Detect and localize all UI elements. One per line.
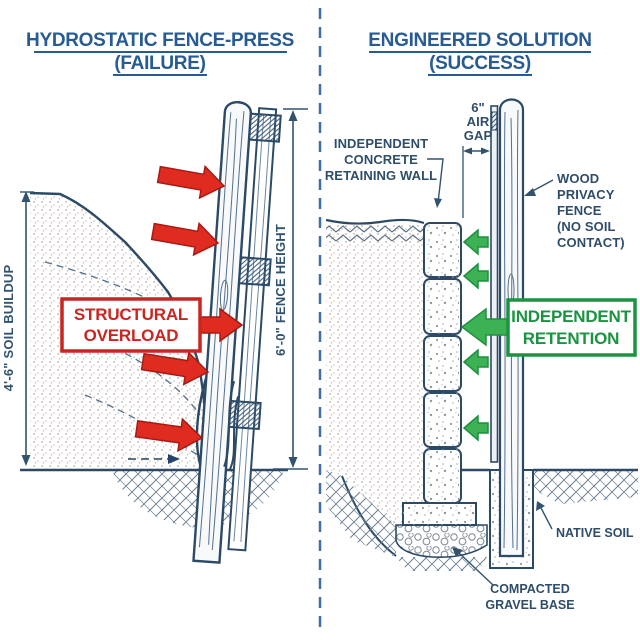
retention-arrow-icon [463,229,489,255]
retention-arrow-icon [463,263,489,289]
wall-label-line3: RETAINING WALL [325,168,437,183]
native-soil-leader [539,505,553,530]
wall-label-line1: INDEPENDENT [334,136,428,151]
gravel-base [395,524,488,559]
fence-label-line5: CONTACT) [557,235,625,250]
air-gap-line1: 6" [471,100,485,115]
success-subtitle: (SUCCESS) [429,53,531,74]
success-title: ENGINEERED SOLUTION [368,30,591,51]
soil-surface-line [325,218,425,225]
overload-label-line1: STRUCTURAL [74,305,188,324]
fence-height-dim-label: 6'-0" FENCE HEIGHT [273,224,288,356]
air-gap-line2: AIR [467,114,490,129]
retention-arrow-icon [463,415,489,441]
soil-surface-band [326,224,424,243]
fence-label-line1: WOOD [557,171,599,186]
retention-label-line1: INDEPENDENT [511,307,631,326]
gravel-label-line1: COMPACTED [490,582,570,596]
retention-box [506,298,637,357]
failure-subtitle: (FAILURE) [114,53,205,74]
wall-label: INDEPENDENT CONCRETE RETAINING WALL [325,136,444,208]
dim-arrowhead-icon [288,457,298,468]
fence-label-line3: FENCE [557,203,602,218]
fence-label-line4: (NO SOIL [557,219,616,234]
fence-board [490,105,499,463]
native-soil-label: NATIVE SOIL [556,526,634,540]
dim-arrowhead-icon [21,191,31,202]
retained-soil-area [326,223,424,525]
leader-arrowhead-icon [536,501,545,511]
wood-grain [233,114,265,542]
dim-arrowhead-icon [481,147,490,155]
success-panel: ENGINEERED SOLUTION (SUCCESS) [325,30,638,612]
wall-leader-line [427,158,444,204]
fence-label: WOOD PRIVACY FENCE (NO SOIL CONTACT) [524,171,625,250]
leader-arrowhead-icon [452,547,463,557]
flow-arrowhead-icon [168,454,180,464]
retaining-wall [423,222,462,504]
dim-arrowhead-icon [288,110,298,121]
overload-box [60,297,202,353]
fence-label-line2: PRIVACY [557,187,615,202]
air-gap-label: 6" AIR GAP [462,100,493,218]
pressure-arrow-icon [149,215,222,260]
retention-arrow-icon [463,349,489,375]
wall-footing-texture [403,503,476,525]
native-soil-callout: NATIVE SOIL [536,501,634,540]
native-soil-left [326,470,396,557]
fence-bracket [491,111,498,131]
retention-label-line2: RETENTION [523,329,619,348]
overload-callout: STRUCTURAL OVERLOAD [60,297,202,353]
fence-height-dimension [273,108,308,470]
overload-label-line2: OVERLOAD [84,326,179,345]
native-soil-right [533,470,638,504]
air-gap-line3: GAP [464,128,493,143]
retention-callout: INDEPENDENT RETENTION [506,298,637,357]
pressure-arrow-icon [155,158,228,203]
wall-label-line2: CONCRETE [344,152,418,167]
wood-grain [198,111,245,551]
wall-texture [426,225,459,501]
gravel-callout: COMPACTED GRAVEL BASE [452,547,575,612]
failure-panel: HYDROSTATIC FENCE-PRESS (FAILURE) [1,30,308,564]
soil-buildup-dimension [20,191,34,460]
fence-back-board [227,107,278,552]
leader-arrowhead-icon [524,188,536,196]
soil-buildup-dim-label: 4'-6" SOIL BUILDUP [1,265,16,392]
native-soil-under-gravel [396,557,487,571]
splintered-boards [195,376,240,470]
gravel-leader [456,550,494,586]
dim-arrowhead-icon [463,147,472,155]
wood-grain [240,114,272,543]
dim-arrowhead-icon [21,455,31,466]
leader-arrowhead-icon [434,198,442,208]
gravel-label-line2: GRAVEL BASE [485,598,574,612]
failure-title: HYDROSTATIC FENCE-PRESS [26,30,294,51]
